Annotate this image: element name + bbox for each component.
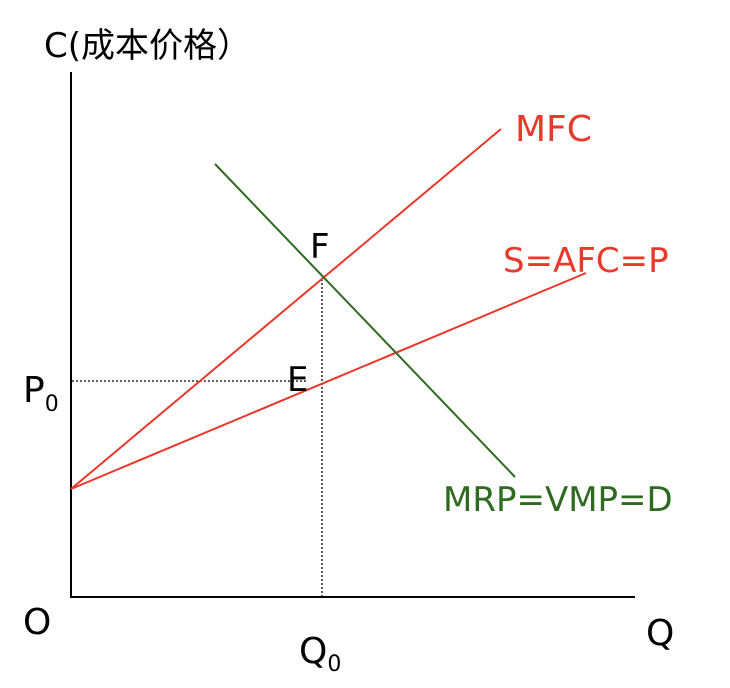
x-axis-label: Q [646,613,674,654]
demand-curve-label: MRP=VMP=D [443,480,673,520]
supply-curve [70,272,587,490]
point-e-label: E [287,360,308,400]
p0-label-main: P [23,370,45,411]
mfc-curve [70,128,502,490]
y-axis-label: C(成本价格） [44,26,251,66]
origin-label: O [23,602,51,643]
mfc-label: MFC [515,109,592,150]
q0-label-subscript: 0 [327,652,341,677]
demand-curve [214,163,516,478]
q0-label: Q0 [299,631,341,677]
supply-curve-label: S=AFC=P [503,241,669,281]
point-f-label: F [310,227,330,267]
p0-label-subscript: 0 [45,392,59,417]
q0-label-main: Q [299,631,327,672]
p0-label: P0 [23,370,59,417]
